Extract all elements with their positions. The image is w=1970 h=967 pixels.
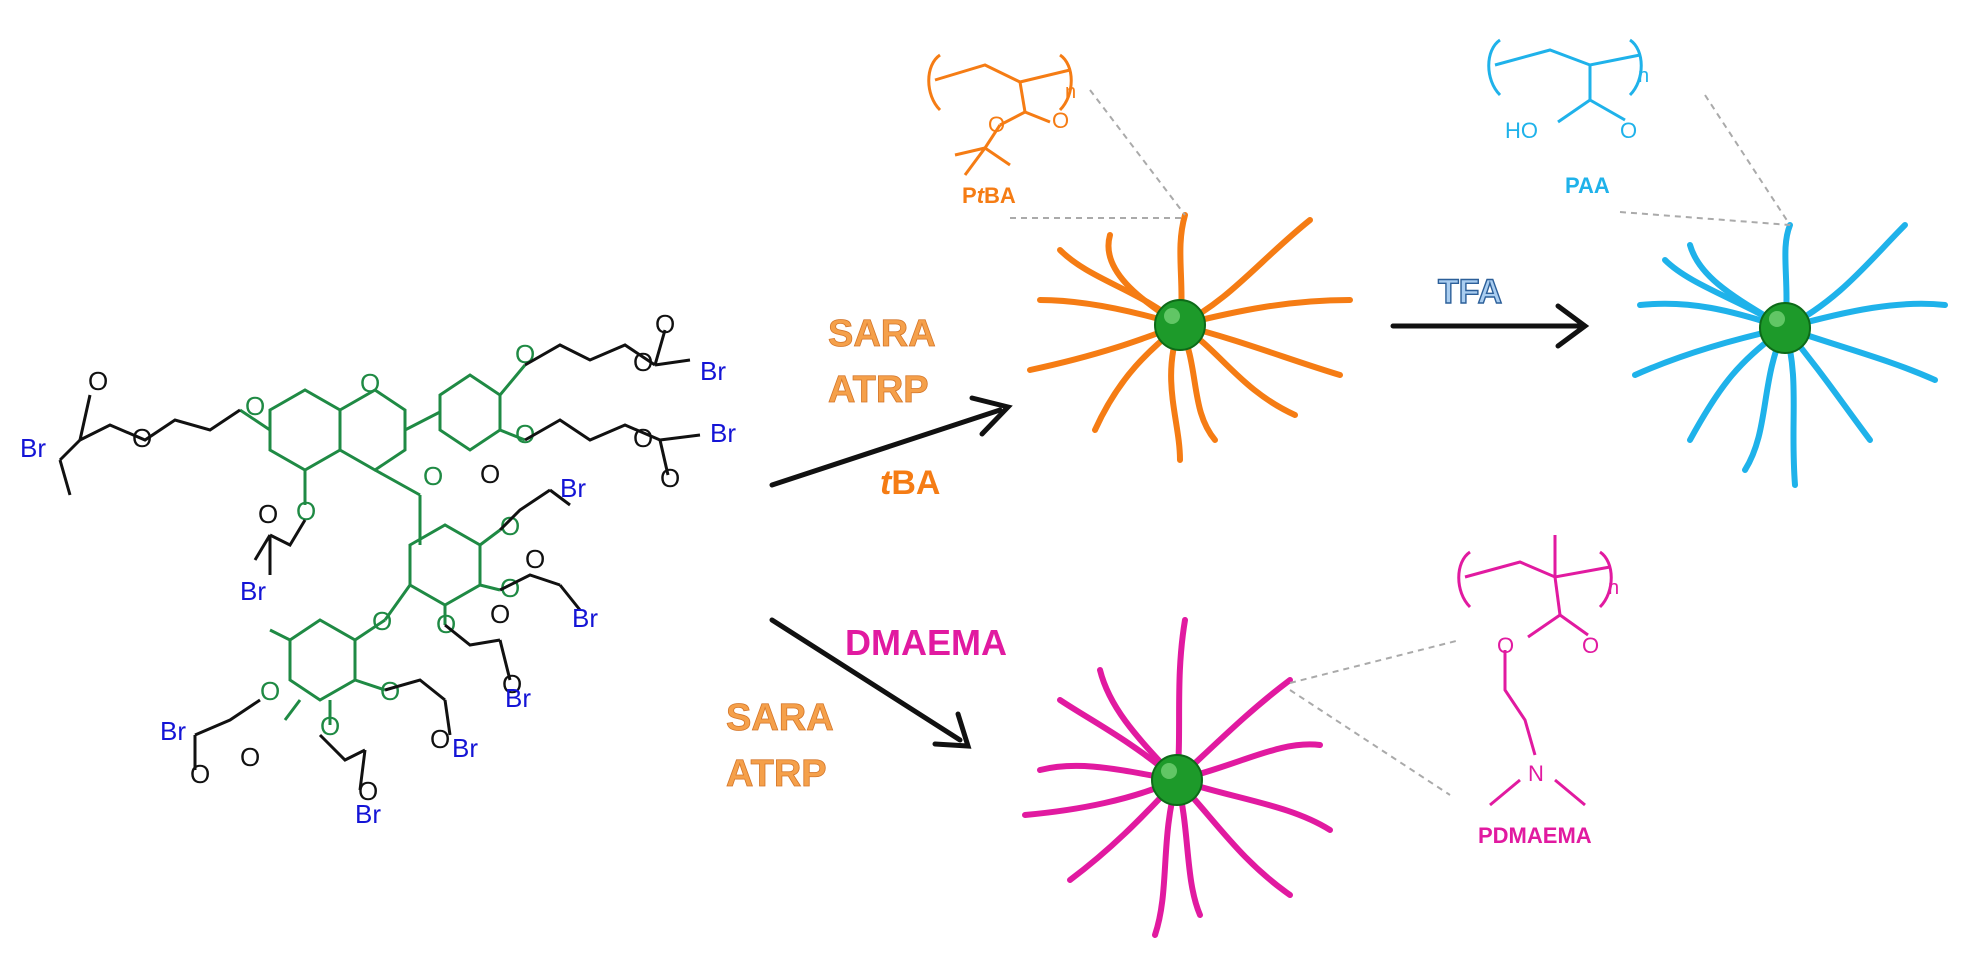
svg-text:O: O bbox=[1497, 633, 1514, 658]
arrow-to-pdmaema-star bbox=[769, 617, 972, 749]
paa-arms bbox=[1632, 222, 1948, 488]
pdmaema-star-polymer: O O N n PDMAEMA bbox=[1022, 535, 1619, 938]
bromine-label: Br bbox=[505, 683, 531, 713]
sara-atrp-bottom-line1: SARA bbox=[726, 697, 834, 739]
dmaema-monomer-label: DMAEMA bbox=[845, 622, 1007, 663]
pdmaema-atom-labels: O O N n bbox=[1497, 577, 1619, 786]
sara-atrp-bottom-line2: ATRP bbox=[726, 753, 827, 795]
core-o-label-2: O bbox=[245, 391, 265, 421]
svg-text:O: O bbox=[88, 366, 108, 396]
paa-acid-group: HO bbox=[1505, 118, 1538, 143]
multifunctional-initiator-molecule: O O O O O O O O O O O O O bbox=[20, 309, 736, 829]
bromine-label: Br bbox=[452, 733, 478, 763]
bromine-label: Br bbox=[560, 473, 586, 503]
core-o-label-4: O bbox=[515, 419, 535, 449]
sara-atrp-top-line1: SARA bbox=[828, 313, 936, 355]
svg-text:O: O bbox=[525, 544, 545, 574]
ptba-star-polymer: O O n PtBA bbox=[927, 53, 1353, 463]
tba-italic-t: t bbox=[880, 464, 893, 502]
tfa-label: TFA bbox=[1438, 273, 1502, 311]
paa-star-polymer: HO O n PAA bbox=[1487, 38, 1948, 488]
pdmaema-core-sphere bbox=[1151, 754, 1203, 806]
svg-text:O: O bbox=[633, 347, 653, 377]
svg-text:O: O bbox=[190, 759, 210, 789]
paa-repeat-unit-structure bbox=[1487, 38, 1643, 124]
paa-repeat-subscript: n bbox=[1638, 65, 1649, 87]
core-o-label-7: O bbox=[500, 511, 520, 541]
paa-zoom-lines bbox=[1619, 94, 1791, 226]
core-o-label-13: O bbox=[380, 676, 400, 706]
svg-text:O: O bbox=[502, 669, 522, 699]
core-o-label-8: O bbox=[500, 573, 520, 603]
tba-rest: BA bbox=[891, 464, 940, 502]
svg-text:O: O bbox=[480, 459, 500, 489]
svg-text:O: O bbox=[132, 423, 152, 453]
svg-text:O: O bbox=[660, 463, 680, 493]
svg-text:O: O bbox=[358, 776, 378, 806]
core-o-label-12: O bbox=[320, 711, 340, 741]
bromine-label: Br bbox=[160, 716, 186, 746]
ptba-name-label: PtBA bbox=[962, 183, 1016, 208]
arrow-tfa-deprotection bbox=[1390, 303, 1590, 349]
svg-text:O: O bbox=[490, 599, 510, 629]
initiator-core-skeleton bbox=[239, 364, 527, 725]
ptba-atom-labels: O O n bbox=[988, 81, 1076, 137]
paa-core-sphere bbox=[1759, 302, 1811, 354]
ptba-zoom-lines bbox=[1010, 89, 1186, 219]
pdmaema-repeat-unit-structure bbox=[1457, 535, 1613, 807]
svg-text:O: O bbox=[655, 309, 675, 339]
reaction-labels: SARA ATRP tBA DMAEMA SARA ATRP TFA bbox=[726, 272, 1503, 795]
core-o-label-11: O bbox=[260, 676, 280, 706]
pdmaema-amine-label: N bbox=[1528, 761, 1544, 786]
core-o-label: O bbox=[360, 368, 380, 398]
bromine-label: Br bbox=[700, 356, 726, 386]
bromine-label: Br bbox=[355, 799, 381, 829]
bromine-label: Br bbox=[20, 433, 46, 463]
initiator-ester-o-labels: O O O O O O O O O O O O O O O bbox=[88, 309, 680, 806]
svg-text:O: O bbox=[430, 724, 450, 754]
paa-name-label: PAA bbox=[1565, 173, 1610, 198]
initiator-oxygen-labels: O O O O O O O O O O O O O bbox=[245, 339, 535, 741]
tba-monomer-label: tBA bbox=[880, 464, 940, 502]
svg-text:O: O bbox=[240, 742, 260, 772]
bromine-label: Br bbox=[572, 603, 598, 633]
reaction-arrows bbox=[769, 303, 1590, 749]
bromine-label: Br bbox=[710, 418, 736, 448]
core-o-label-5: O bbox=[296, 496, 316, 526]
svg-text:O: O bbox=[633, 423, 653, 453]
paa-atom-labels: HO O n bbox=[1505, 65, 1649, 143]
arrow-to-ptba-star bbox=[769, 395, 1013, 488]
sara-atrp-top-line2: ATRP bbox=[828, 369, 929, 411]
pdmaema-zoom-lines bbox=[1289, 639, 1461, 796]
core-o-label-10: O bbox=[372, 606, 392, 636]
initiator-bromine-labels: Br Br Br Br Br Br Br Br Br Br bbox=[20, 356, 736, 829]
pdmaema-repeat-subscript: n bbox=[1608, 577, 1619, 599]
core-o-label-6: O bbox=[423, 461, 443, 491]
svg-text:O: O bbox=[1582, 633, 1599, 658]
ptba-core-sphere bbox=[1154, 299, 1206, 351]
initiator-ester-arms bbox=[58, 329, 701, 791]
pdmaema-name-label: PDMAEMA bbox=[1478, 823, 1592, 848]
svg-text:O: O bbox=[988, 112, 1005, 137]
bromine-label: Br bbox=[240, 576, 266, 606]
svg-text:O: O bbox=[258, 499, 278, 529]
ptba-repeat-subscript: n bbox=[1065, 81, 1076, 103]
svg-text:O: O bbox=[1052, 108, 1069, 133]
ptba-repeat-unit-structure bbox=[927, 53, 1073, 176]
svg-text:O: O bbox=[1620, 118, 1637, 143]
